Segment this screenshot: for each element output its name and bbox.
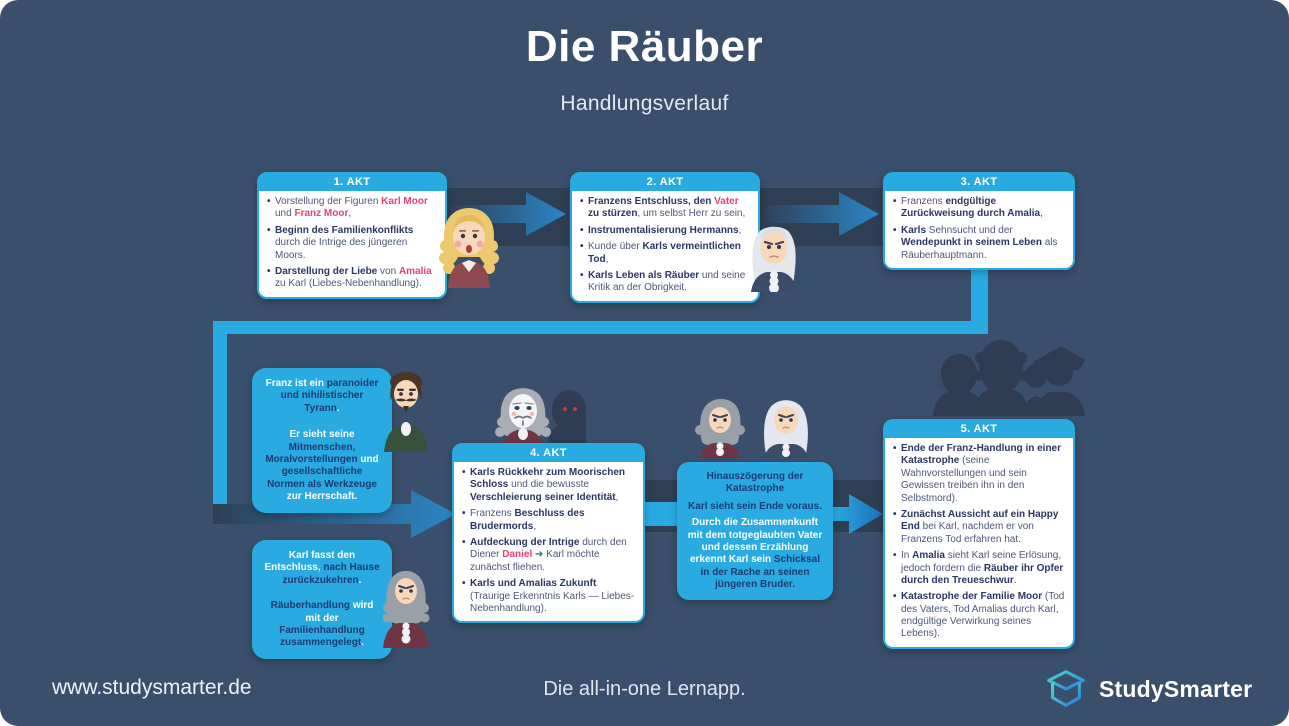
act4-header: 4. AKT bbox=[454, 445, 643, 462]
delay-note-title: Hinauszögerung der Katastrophe bbox=[706, 471, 804, 495]
bullet: Katastrophe der Familie Moor (Tod des Va… bbox=[892, 591, 1066, 641]
delay-note-subtitle: Karl sieht sein Ende voraus. bbox=[688, 500, 822, 512]
act2-bullet-list: Franzens Entschluss, den Vater zu stürze… bbox=[579, 196, 751, 295]
act3-bullet-list: Franzens endgültige Zurückweisung durch … bbox=[892, 196, 1066, 262]
act5-header: 5. AKT bbox=[885, 421, 1073, 438]
bullet: Vorstellung der Figuren Karl Moor und Fr… bbox=[266, 196, 438, 221]
studysmarter-logo-icon bbox=[1047, 670, 1085, 707]
page-subtitle: Handlungsverlauf bbox=[560, 92, 729, 115]
brand-name: StudySmarter bbox=[1099, 675, 1253, 702]
act4-box: 4. AKT Karls Rückkehr zum Moorischen Sch… bbox=[452, 443, 645, 624]
bullet: Aufdeckung der Intrige durch den Diener … bbox=[461, 537, 636, 574]
footer-tagline: Die all-in-one Lernapp. bbox=[543, 678, 746, 700]
act5-box: 5. AKT Ende der Franz-Handlung in einer … bbox=[883, 419, 1075, 649]
amalia-character bbox=[439, 208, 499, 288]
delay-note-box: Hinauszögerung der Katastrophe Karl sieh… bbox=[677, 462, 833, 600]
robbers-silhouette bbox=[933, 340, 1085, 416]
arrow-act1-act2 bbox=[448, 192, 566, 236]
act5-bullet-list: Ende der Franz-Handlung in einer Katastr… bbox=[892, 443, 1066, 641]
studysmarter-brand: StudySmarter bbox=[1043, 666, 1252, 712]
arrow-act2-act3 bbox=[761, 192, 879, 236]
bullet: Karls und Amalias Zukunft (Traurige Erke… bbox=[461, 578, 636, 615]
bullet: Zunächst Aussicht auf ein Happy End bei … bbox=[892, 509, 1066, 546]
franz-moor-character bbox=[384, 372, 428, 452]
page-title: Die Räuber bbox=[525, 22, 764, 71]
delay-note-body: Durch die Zusammenkunft mit dem totgegla… bbox=[687, 517, 823, 591]
karl-and-father-characters bbox=[695, 398, 808, 458]
bullet: In Amalia sieht Karl seine Erlösung, jed… bbox=[892, 550, 1066, 587]
karl-moor-character bbox=[382, 571, 430, 648]
act1-box: 1. AKT Vorstellung der Figuren Karl Moor… bbox=[257, 172, 447, 299]
act1-header: 1. AKT bbox=[259, 174, 445, 191]
bullet: Karls Sehnsucht und der Wendepunkt in se… bbox=[892, 225, 1066, 262]
bullet: Karls Rückkehr zum Moorischen Schloss un… bbox=[461, 467, 636, 504]
arrow-into-act4 bbox=[213, 490, 456, 538]
connector-horizontal bbox=[213, 321, 988, 334]
bullet: Franzens Entschluss, den Vater zu stürze… bbox=[579, 196, 751, 221]
act3-box: 3. AKT Franzens endgültige Zurückweisung… bbox=[883, 172, 1075, 270]
act4-bullet-list: Karls Rückkehr zum Moorischen Schloss un… bbox=[461, 467, 636, 615]
bullet: Darstellung der Liebe von Amalia zu Karl… bbox=[266, 266, 438, 291]
bullet: Franzens Beschluss des Brudermords, bbox=[461, 508, 636, 533]
connector-vertical-left bbox=[213, 321, 227, 508]
act2-box: 2. AKT Franzens Entschluss, den Vater zu… bbox=[570, 172, 760, 303]
connector-act4-delay bbox=[645, 502, 677, 526]
act2-header: 2. AKT bbox=[572, 174, 758, 191]
karl-masked-character bbox=[495, 388, 586, 448]
bullet: Beginn des Familienkonflikts durch die I… bbox=[266, 225, 438, 262]
bullet: Franzens endgültige Zurückweisung durch … bbox=[892, 196, 1066, 221]
karl-note-paragraph: Räuberhandlung wird mit der Familienhand… bbox=[270, 600, 374, 649]
bullet: Karls Leben als Räuber und seine Kritik … bbox=[579, 270, 751, 295]
franz-note-paragraph: Er sieht seine Mitmenschen, Moralvorstel… bbox=[265, 429, 379, 503]
bullet: Kunde über Karls vermeintlichen Tod, bbox=[579, 241, 751, 266]
connector-vertical-act3 bbox=[971, 255, 988, 333]
act3-header: 3. AKT bbox=[885, 174, 1073, 191]
act1-bullet-list: Vorstellung der Figuren Karl Moor und Fr… bbox=[266, 196, 438, 291]
bullet: Ende der Franz-Handlung in einer Katastr… bbox=[892, 443, 1066, 505]
arrow-delay-act5 bbox=[833, 494, 883, 534]
father-moor-character bbox=[751, 226, 797, 292]
karl-note-box: Karl fasst den Entschluss, nach Hause zu… bbox=[252, 540, 392, 659]
website-link[interactable]: www.studysmarter.de bbox=[52, 676, 252, 699]
bullet: Instrumentalisierung Hermanns, bbox=[579, 225, 751, 238]
franz-note-paragraph: Franz ist ein paranoider und nihilistisc… bbox=[265, 378, 379, 414]
franz-note-box: Franz ist ein paranoider und nihilistisc… bbox=[252, 368, 392, 513]
karl-note-paragraph: Karl fasst den Entschluss, nach Hause zu… bbox=[264, 550, 380, 586]
